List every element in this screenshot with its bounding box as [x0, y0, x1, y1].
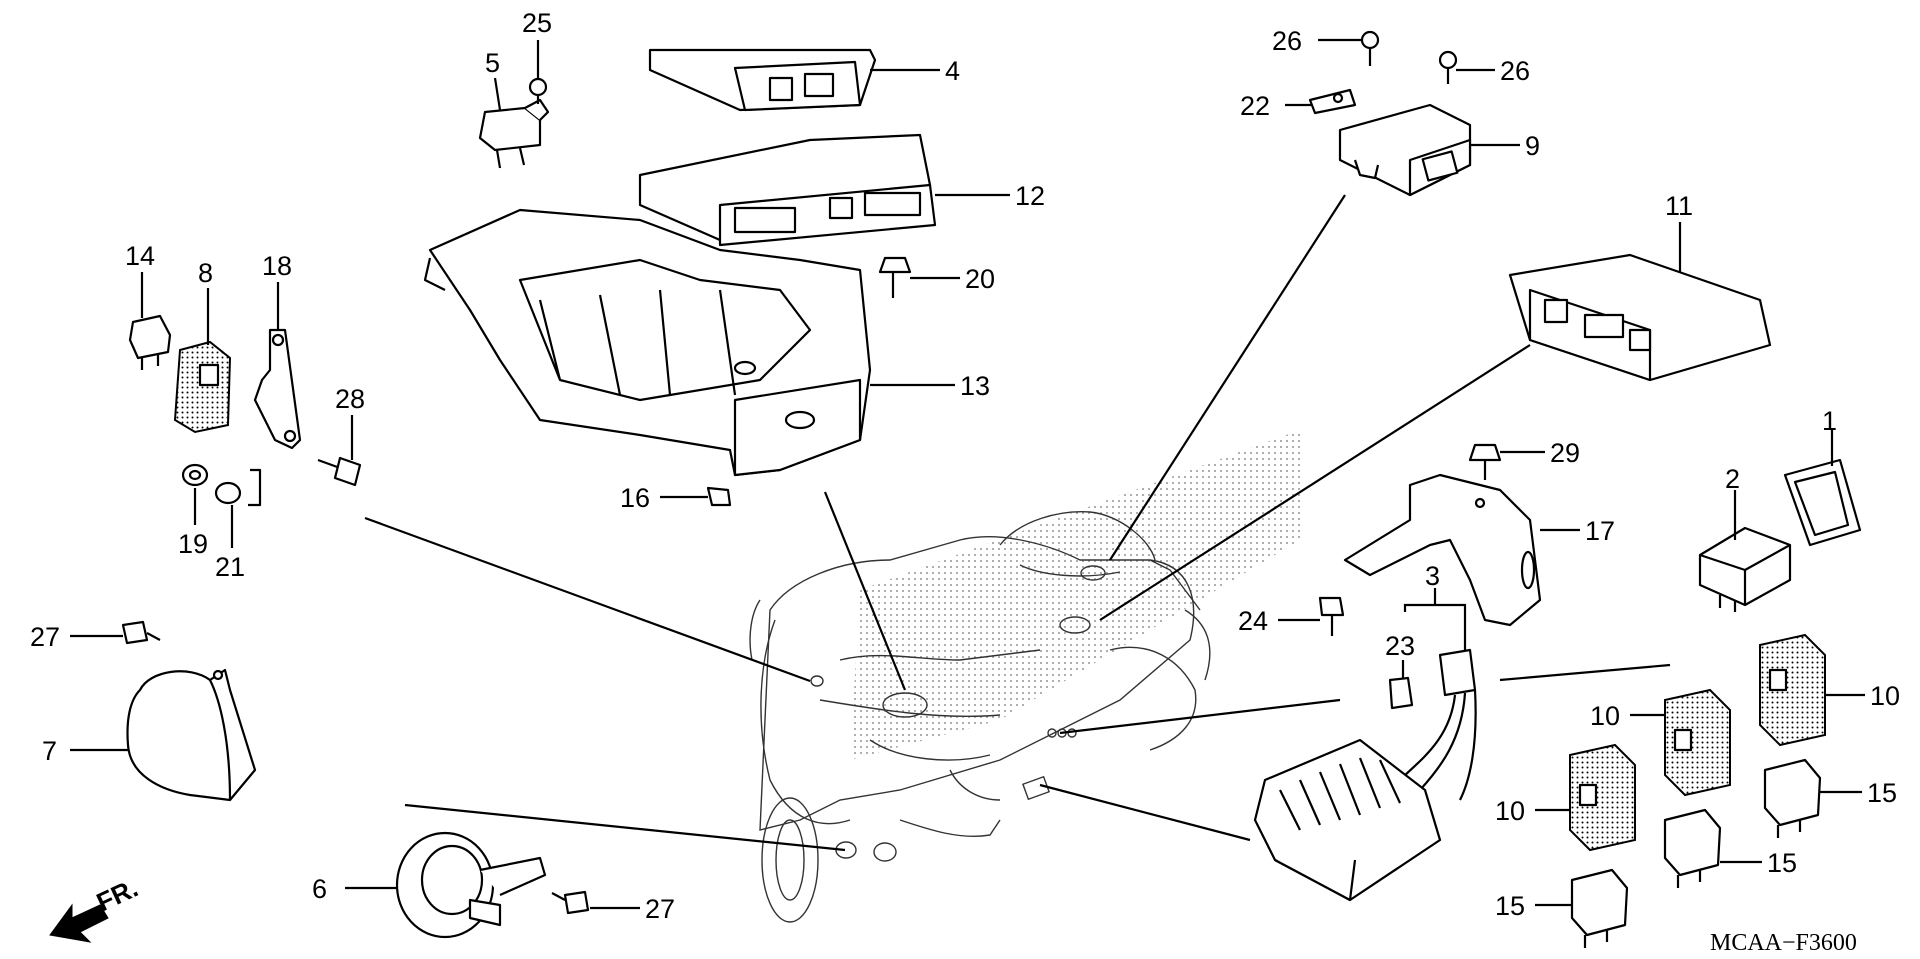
- screw-26-left[interactable]: [1360, 30, 1380, 66]
- bracket-18[interactable]: [253, 328, 302, 450]
- callout-22: 22: [1240, 91, 1270, 121]
- callout-12: 12: [1015, 181, 1045, 211]
- callout-26-right: 26: [1500, 56, 1530, 86]
- screw-26-right[interactable]: [1438, 50, 1458, 84]
- front-direction-arrow: FR.: [49, 873, 143, 943]
- callout-15-middle: 15: [1767, 848, 1797, 878]
- screw-25[interactable]: [528, 77, 548, 104]
- callout-27-bottom: 27: [645, 894, 675, 924]
- bolt-24[interactable]: [1318, 596, 1345, 636]
- assembly-leaders: [364, 194, 1671, 852]
- regulator-rectifier-3[interactable]: [1253, 648, 1477, 902]
- relay-14[interactable]: [128, 314, 172, 370]
- callout-15-bottom: 15: [1495, 891, 1525, 921]
- callout-23: 23: [1385, 631, 1415, 661]
- callout-leaders: [70, 38, 1865, 910]
- clamp-22[interactable]: [1308, 88, 1357, 115]
- callout-labels: 1 2 3 4 5 6 7 8 9 10 10 10 11 12 13 14 1…: [30, 8, 1900, 924]
- connector-housing-1[interactable]: [1783, 458, 1862, 547]
- callout-28: 28: [335, 384, 365, 414]
- bolt-29[interactable]: [1468, 443, 1502, 480]
- callout-6: 6: [312, 874, 327, 904]
- relay-15-right[interactable]: [1763, 758, 1822, 838]
- callout-10-bottom: 10: [1495, 796, 1525, 826]
- callout-9: 9: [1525, 131, 1540, 161]
- relay-15-bottom[interactable]: [1570, 868, 1629, 948]
- callout-2: 2: [1725, 464, 1740, 494]
- relay-10-bottom[interactable]: [1569, 743, 1636, 852]
- clip-23[interactable]: [1388, 676, 1414, 710]
- callout-1: 1: [1822, 406, 1837, 436]
- callout-19: 19: [178, 529, 208, 559]
- relay-15-middle[interactable]: [1663, 808, 1722, 888]
- bolt-28[interactable]: [317, 456, 362, 487]
- connector-clip[interactable]: [478, 98, 550, 169]
- callout-18: 18: [262, 251, 292, 281]
- bolt-20[interactable]: [878, 256, 912, 298]
- callout-15-right: 15: [1867, 778, 1897, 808]
- callout-8: 8: [198, 258, 213, 288]
- grommet-21[interactable]: [214, 468, 262, 507]
- callout-11: 11: [1665, 191, 1693, 221]
- callout-13: 13: [960, 371, 990, 401]
- callout-7: 7: [42, 736, 57, 766]
- callout-25: 25: [522, 8, 552, 38]
- callout-10-top: 10: [1870, 681, 1900, 711]
- diagram-code: MCAA−F3600: [1710, 930, 1857, 956]
- callout-26-left: 26: [1272, 26, 1302, 56]
- callout-21: 21: [215, 552, 245, 582]
- ecu-large[interactable]: [638, 133, 937, 247]
- callout-3: 3: [1425, 561, 1440, 591]
- callout-14: 14: [125, 241, 155, 271]
- callout-5: 5: [485, 48, 500, 78]
- callout-10-middle: 10: [1590, 701, 1620, 731]
- control-unit-9[interactable]: [1338, 103, 1472, 197]
- callout-24: 24: [1238, 606, 1268, 636]
- box-2[interactable]: [1698, 526, 1792, 612]
- motorcycle-illustration: [749, 430, 1300, 923]
- ecu-tray[interactable]: [423, 208, 872, 477]
- clip-nut-16[interactable]: [706, 486, 732, 507]
- relay-10-middle[interactable]: [1664, 688, 1731, 797]
- bracket-17[interactable]: [1343, 473, 1542, 627]
- relay-10-top[interactable]: [1759, 633, 1826, 747]
- relay-8[interactable]: [173, 340, 232, 434]
- callout-17: 17: [1585, 516, 1615, 546]
- callout-20: 20: [965, 264, 995, 294]
- ecu-small[interactable]: [648, 48, 877, 112]
- nut-19[interactable]: [181, 463, 209, 487]
- callout-29: 29: [1550, 438, 1580, 468]
- bolt-27-bottom[interactable]: [551, 890, 590, 915]
- callout-16: 16: [620, 483, 650, 513]
- horn-7[interactable]: [126, 668, 257, 802]
- horn-6[interactable]: [395, 831, 547, 939]
- callout-27-top: 27: [30, 622, 60, 652]
- bolt-27-top[interactable]: [121, 620, 161, 645]
- module-11[interactable]: [1508, 253, 1772, 382]
- callout-4: 4: [945, 56, 960, 86]
